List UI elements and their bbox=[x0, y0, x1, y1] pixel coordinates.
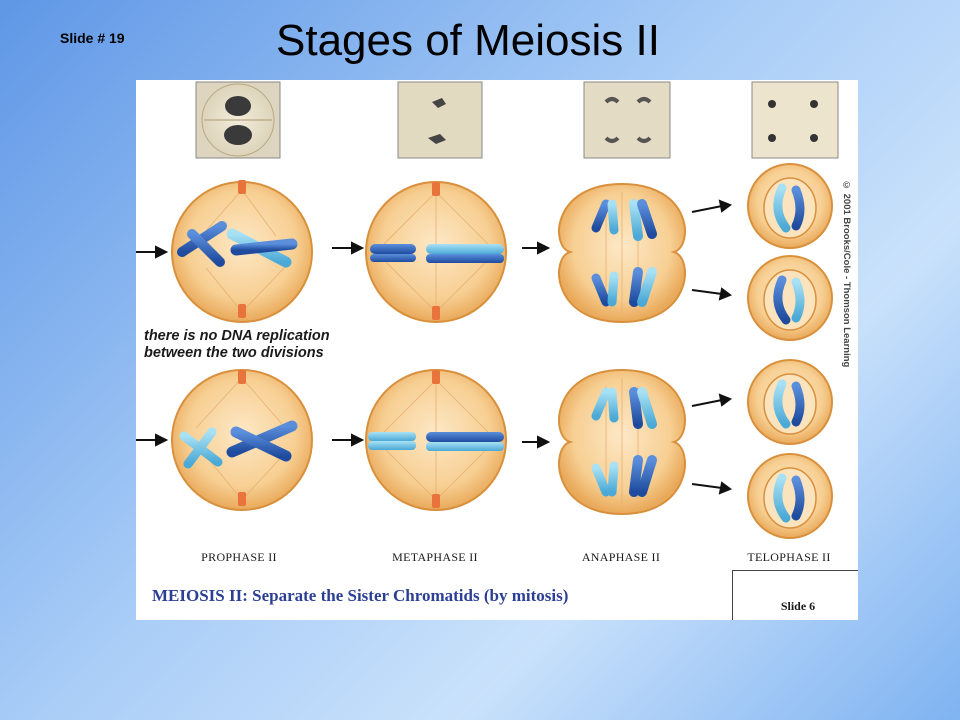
metaphase-cell-top bbox=[365, 181, 507, 323]
stage-label-prophase: PROPHASE II bbox=[201, 550, 277, 564]
micrograph-prophase bbox=[195, 81, 281, 159]
note-line-1: there is no DNA replication bbox=[144, 328, 330, 344]
telophase-cell-3 bbox=[747, 359, 833, 445]
prophase-cell-bottom bbox=[171, 369, 313, 511]
telophase-cell-1 bbox=[747, 163, 833, 249]
micrograph-telophase bbox=[751, 81, 839, 159]
slide-title: Stages of Meiosis II bbox=[276, 16, 660, 65]
meiosis-figure: there is no DNA replication between the … bbox=[136, 80, 858, 620]
arrows-row-1 bbox=[136, 199, 733, 301]
telophase-cell-4 bbox=[747, 453, 833, 539]
stage-label-anaphase: ANAPHASE II bbox=[581, 550, 661, 564]
stage-label-metaphase: METAPHASE II bbox=[392, 550, 478, 564]
note-line-2: between the two divisions bbox=[144, 345, 324, 361]
arrows-row-2 bbox=[136, 393, 733, 495]
inner-slide-label: Slide 6 bbox=[780, 599, 816, 613]
meiosis-illustration bbox=[136, 81, 839, 539]
stage-label-telophase: TELOPHASE II bbox=[747, 550, 831, 564]
figure-caption: MEIOSIS II: Separate the Sister Chromati… bbox=[152, 586, 569, 605]
micrograph-anaphase bbox=[583, 81, 671, 159]
micrograph-metaphase bbox=[397, 81, 483, 159]
inner-slide-box: Slide 6 bbox=[732, 570, 858, 620]
anaphase-cell-top bbox=[558, 182, 686, 324]
anaphase-cell-bottom bbox=[558, 368, 686, 516]
metaphase-cell-bottom bbox=[365, 369, 507, 511]
telophase-cell-2 bbox=[747, 255, 833, 341]
dna-replication-note: there is no DNA replication between the … bbox=[144, 328, 374, 362]
slide-number: Slide # 19 bbox=[60, 30, 125, 46]
prophase-cell-top bbox=[171, 180, 313, 323]
copyright-notice: © 2001 Brooks/Cole - Thomson Learning bbox=[841, 180, 852, 368]
telophase-cells bbox=[747, 163, 833, 539]
